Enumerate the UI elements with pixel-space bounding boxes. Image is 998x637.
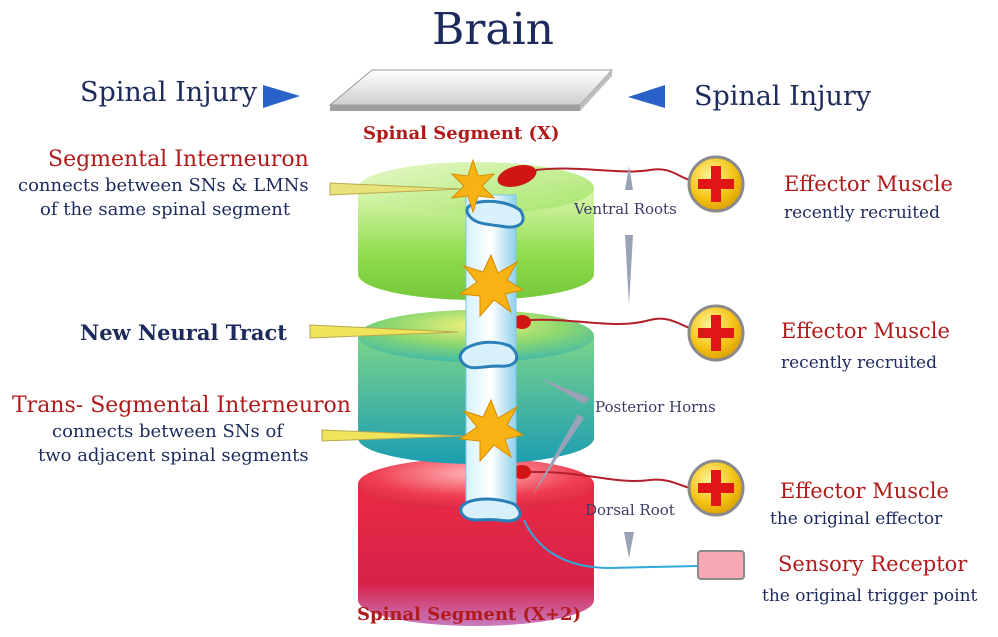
effector-button-3: [687, 459, 745, 517]
ventral-root-lines: [527, 167, 691, 489]
spinal-injury-right: Spinal Injury: [694, 81, 872, 112]
effector-3-sub: the original effector: [770, 509, 943, 529]
segmental-interneuron-line1: connects between SNs & LMNs: [18, 175, 309, 196]
sensory-receptor-box: [697, 550, 745, 580]
motor-neuron-top: [497, 165, 537, 187]
pointer-spikes: [309, 182, 465, 442]
posterior-horns: [458, 199, 525, 523]
center-pointers: [532, 166, 634, 558]
arrow-right-icon: [263, 85, 300, 108]
trans-segmental-title: Trans- Segmental Interneuron: [12, 393, 351, 418]
segment-bottom-label: Spinal Segment (X+2): [357, 604, 582, 625]
arrow-left-icon: [628, 85, 665, 108]
sensory-receptor-title: Sensory Receptor: [778, 552, 968, 576]
interneuron-stars: [450, 158, 525, 463]
dorsal-root-label: Dorsal Root: [585, 501, 675, 519]
motor-neuron-middle: [513, 315, 531, 329]
title-brain: Brain: [432, 4, 555, 55]
effector-2-title: Effector Muscle: [781, 319, 950, 343]
effector-1-sub: recently recruited: [784, 203, 940, 223]
new-neural-tract-label: New Neural Tract: [80, 320, 287, 345]
segmental-interneuron-line2: of the same spinal segment: [40, 199, 291, 220]
segment-top-label: Spinal Segment (X): [363, 123, 560, 144]
dorsal-root-line: [523, 519, 699, 570]
effector-button-1: [687, 155, 745, 213]
motor-neuron-bottom: [513, 465, 531, 479]
sensory-receptor-sub: the original trigger point: [762, 586, 978, 606]
effector-2-sub: recently recruited: [781, 353, 937, 373]
trans-segmental-line2: two adjacent spinal segments: [38, 445, 309, 466]
segmental-interneuron-title: Segmental Interneuron: [48, 147, 309, 172]
effector-button-2: [687, 304, 745, 362]
ventral-roots-label: Ventral Roots: [574, 200, 677, 218]
spinal-injury-left: Spinal Injury: [80, 77, 258, 108]
effector-3-title: Effector Muscle: [780, 479, 949, 503]
posterior-horns-label: Posterior Horns: [595, 398, 716, 416]
effector-1-title: Effector Muscle: [784, 172, 953, 196]
brain-plate: [328, 69, 614, 111]
trans-segmental-line1: connects between SNs of: [52, 421, 284, 442]
